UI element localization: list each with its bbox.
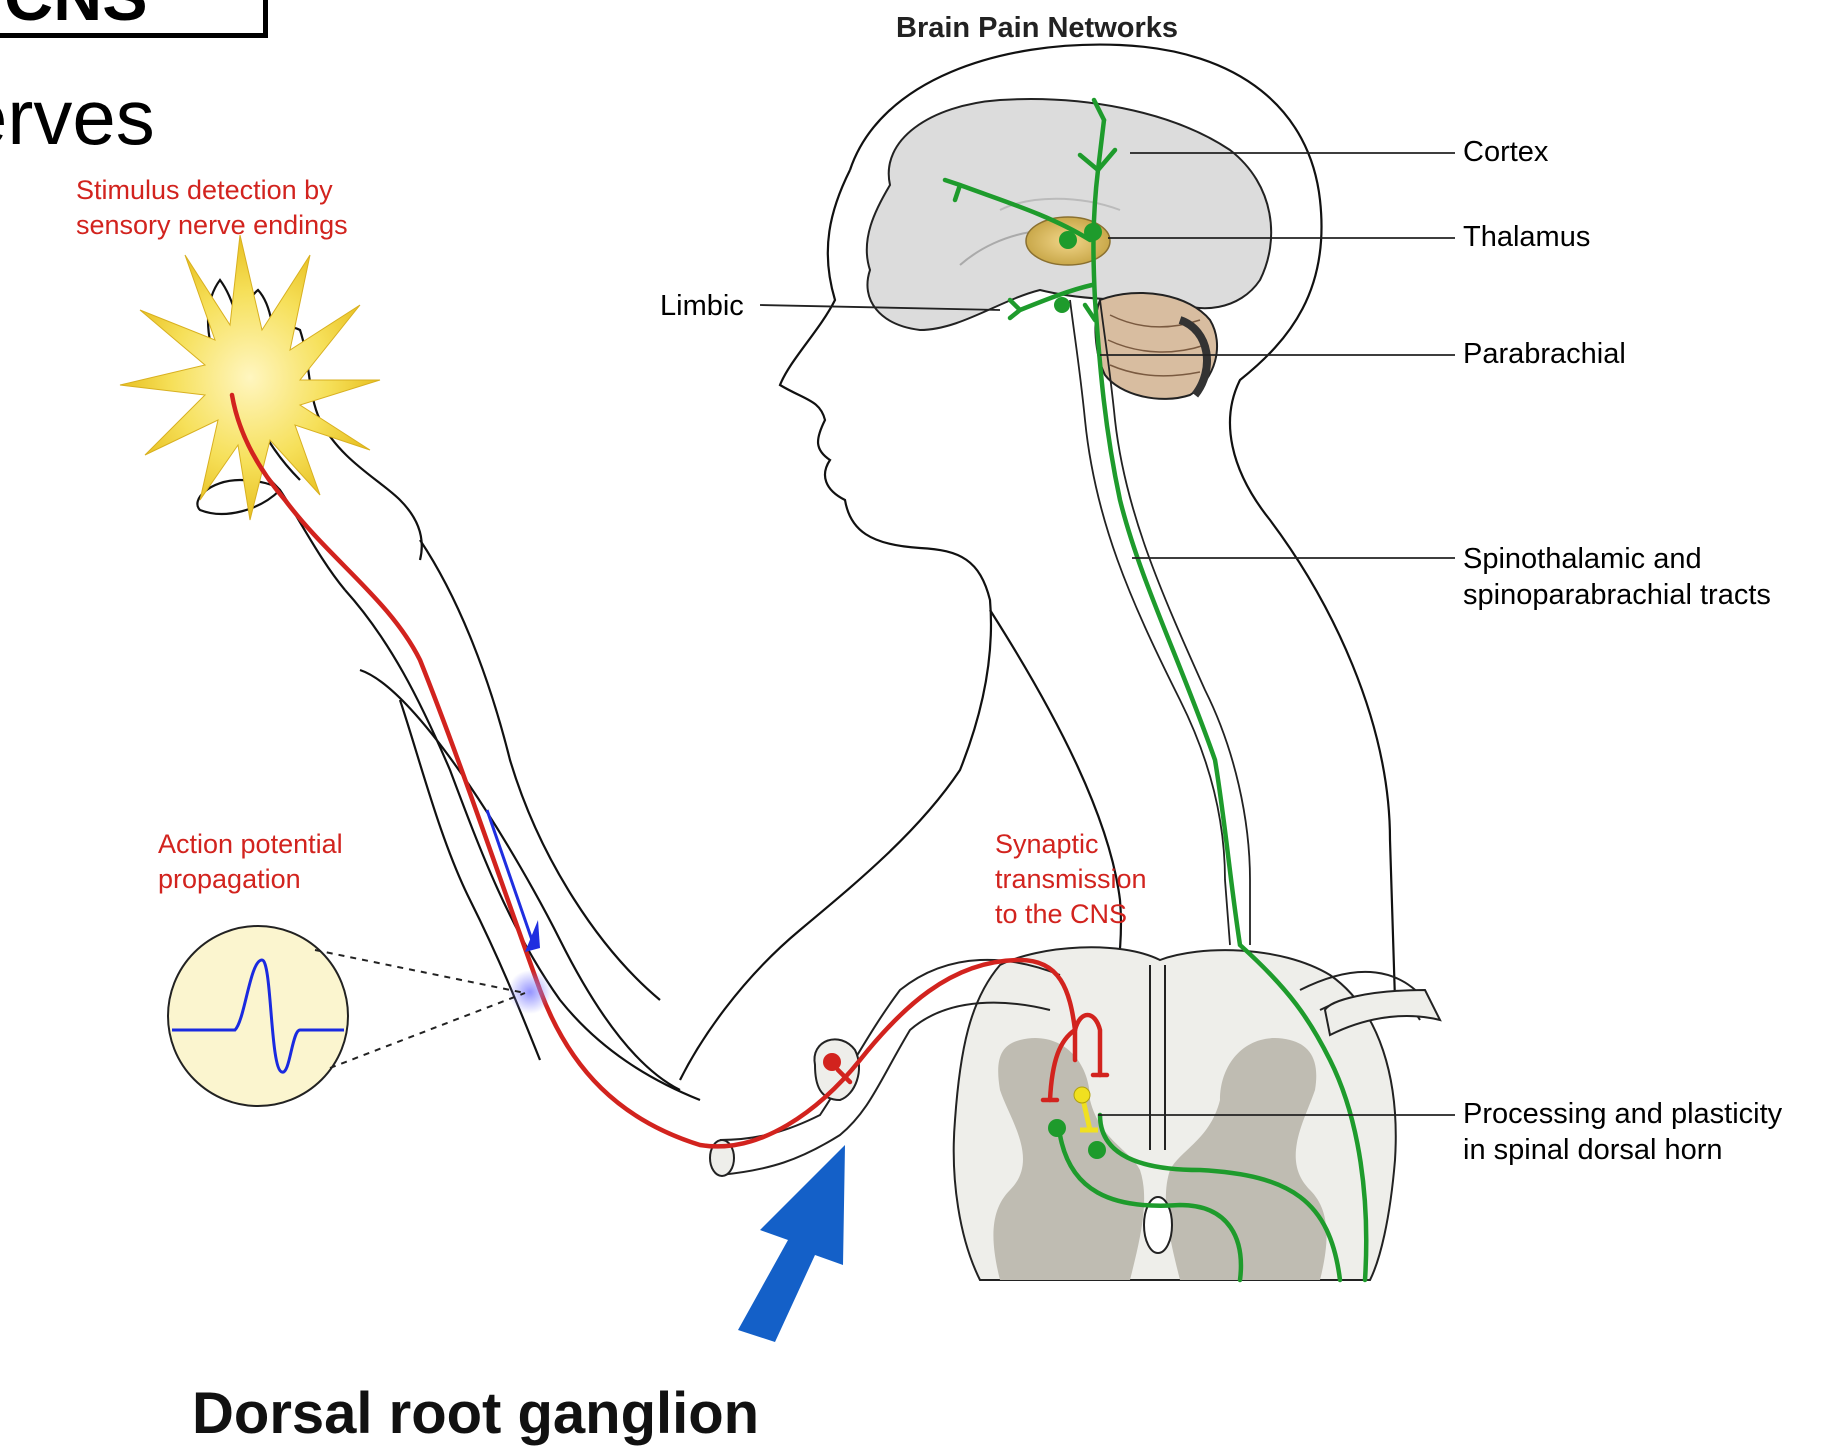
synaptic-label: Synaptic transmission to the CNS xyxy=(995,827,1147,932)
limbic-label: Limbic xyxy=(660,290,744,323)
action-potential-inset xyxy=(168,926,525,1106)
thalamus-label: Thalamus xyxy=(1463,221,1590,254)
drg-callout-label: Dorsal root ganglion xyxy=(192,1380,759,1447)
ap-glow xyxy=(508,970,552,1014)
synaptic-label-line-1: Synaptic xyxy=(995,827,1147,862)
action-potential-label-line-1: Action potential xyxy=(158,827,343,862)
cortex-label: Cortex xyxy=(1463,136,1548,169)
tracts-label-line-2: spinoparabrachial tracts xyxy=(1463,577,1771,613)
diagram-title: Brain Pain Networks xyxy=(896,12,1178,45)
processing-label: Processing and plasticity in spinal dors… xyxy=(1463,1096,1782,1168)
tracts-label-line-1: Spinothalamic and xyxy=(1463,541,1771,577)
synaptic-label-line-2: transmission xyxy=(995,862,1147,897)
processing-label-line-1: Processing and plasticity xyxy=(1463,1096,1782,1132)
parabrachial-label: Parabrachial xyxy=(1463,338,1626,371)
tracts-label: Spinothalamic and spinoparabrachial trac… xyxy=(1463,541,1771,613)
stimulus-label-line-2: sensory nerve endings xyxy=(76,208,348,243)
action-potential-label: Action potential propagation xyxy=(158,827,343,897)
corner-title: CNS xyxy=(4,0,148,36)
synaptic-label-line-3: to the CNS xyxy=(995,897,1147,932)
stimulus-label-line-1: Stimulus detection by xyxy=(76,173,348,208)
stimulus-label: Stimulus detection by sensory nerve endi… xyxy=(76,173,348,243)
drg-callout-arrow xyxy=(738,1145,845,1342)
processing-label-line-2: in spinal dorsal horn xyxy=(1463,1132,1782,1168)
nerves-heading: erves xyxy=(0,72,155,163)
stimulus-burst xyxy=(120,235,380,520)
action-potential-label-line-2: propagation xyxy=(158,862,343,897)
